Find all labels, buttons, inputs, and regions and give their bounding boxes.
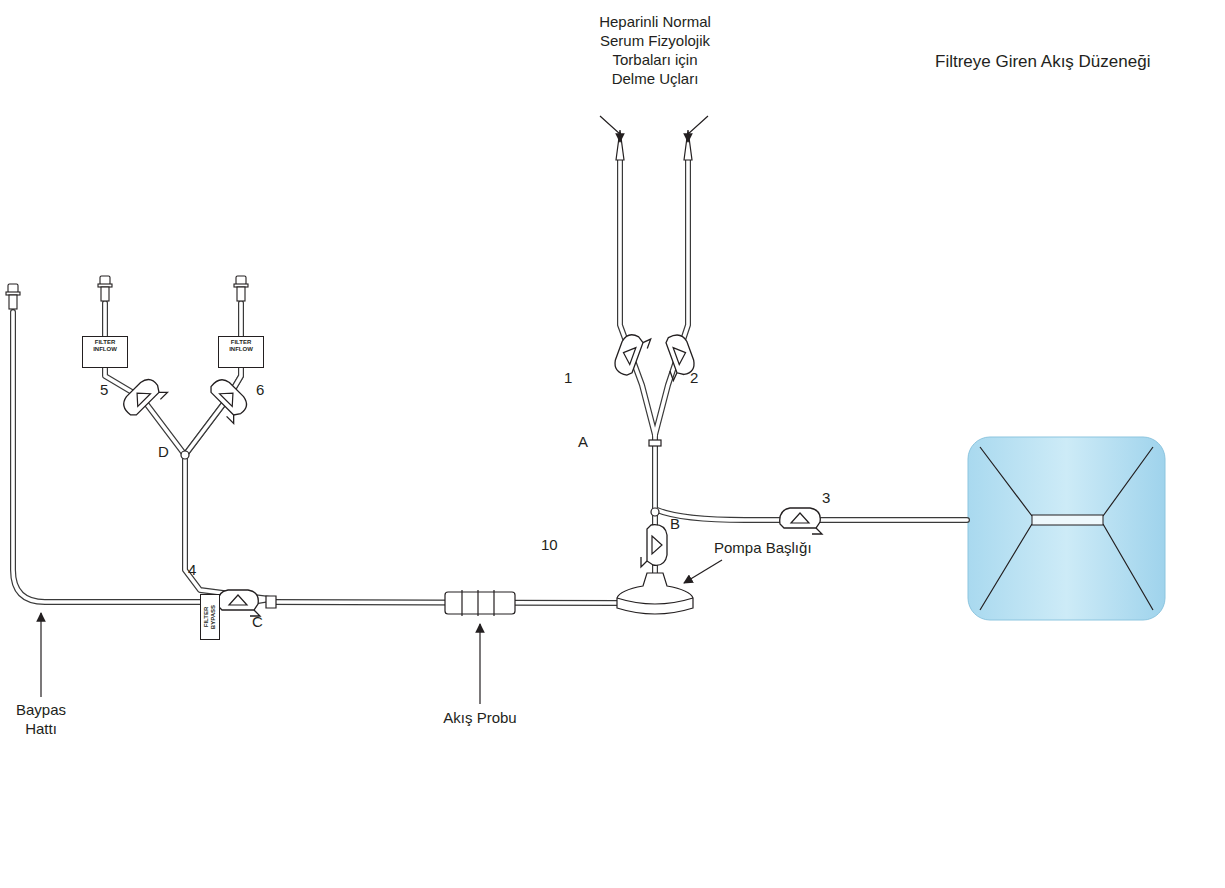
- tube-tag: FILTER INFLOW: [218, 336, 264, 368]
- callout-number: A: [578, 432, 588, 451]
- pump-head: [617, 573, 693, 614]
- y-junction: [181, 440, 661, 608]
- part-label: Heparinli Normal Serum Fizyolojik Torbal…: [590, 12, 720, 88]
- part-label: Pompa Başlığı: [714, 538, 812, 557]
- fluid-bag: [968, 437, 1165, 620]
- tube-tag: FILTER INFLOW: [82, 336, 128, 368]
- callout-number: 1: [564, 368, 572, 387]
- tubing-outline: [13, 155, 967, 603]
- callout-number: 6: [256, 380, 264, 399]
- callout-number: D: [158, 442, 169, 461]
- spike: [616, 130, 692, 160]
- tube-clamp: [119, 330, 822, 616]
- diagram-title: Filtreye Giren Akış Düzeneği: [935, 52, 1150, 72]
- callout-number: 4: [188, 560, 196, 579]
- tube-connector: [185, 368, 270, 602]
- callout-number: 5: [100, 380, 108, 399]
- flow-probe: [445, 590, 515, 616]
- callout-number: B: [670, 514, 680, 533]
- part-label: Baypas Hattı: [8, 700, 74, 738]
- tube-outline: [185, 368, 270, 602]
- callout-number: C: [252, 612, 263, 631]
- tubing-lumen: [13, 155, 967, 603]
- part-label: Akış Probu: [435, 708, 525, 727]
- callout-number: 2: [690, 368, 698, 387]
- callout-number: 10: [541, 535, 558, 554]
- tag-text: FILTER BYPASS: [203, 596, 217, 638]
- tube-lumen: [185, 368, 270, 602]
- leader-arrow: [41, 116, 722, 704]
- tube-tag: FILTER BYPASS: [200, 594, 220, 640]
- callout-number: 3: [822, 488, 830, 507]
- luer-connector: [6, 276, 248, 309]
- tag-text: FILTER INFLOW: [83, 337, 127, 355]
- tag-text: FILTER INFLOW: [219, 337, 263, 355]
